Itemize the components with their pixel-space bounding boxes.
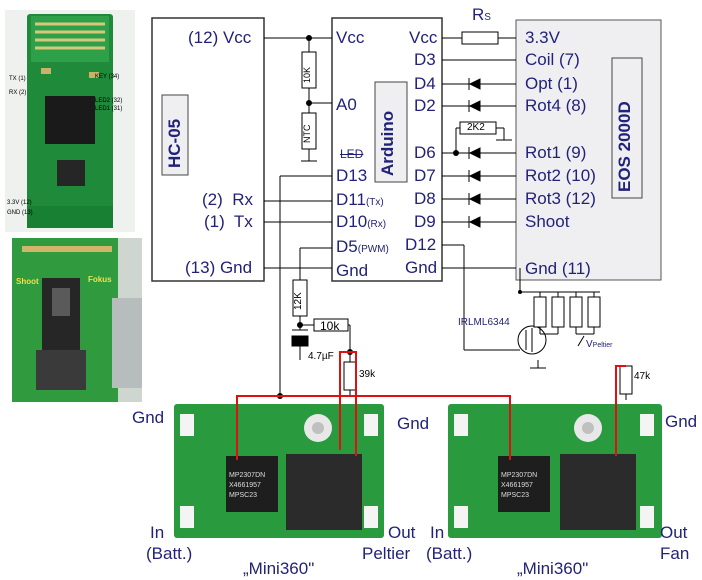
right-module-gnd-right: Gnd: [665, 412, 698, 431]
r39k-label: 39k: [359, 369, 376, 380]
arduino-pin-d12: D12: [405, 235, 437, 254]
arduino-pin-d8: D8: [414, 189, 436, 208]
eos-pin-coil: Coil (7): [525, 50, 580, 69]
arduino-pin-d6: D6: [414, 143, 436, 162]
arduino-pin-led: LED: [340, 147, 364, 161]
arduino-pin-d10-sub: (Rx): [367, 219, 387, 230]
right-module-fan: Fan: [660, 544, 690, 563]
arduino-title-box: [374, 81, 408, 183]
arduino-pin-d2: D2: [414, 96, 436, 115]
arduino-title: Arduino: [378, 110, 397, 176]
jack-shoot-label: Shoot: [16, 277, 39, 286]
arduino-pin-vcc-left: Vcc: [336, 28, 365, 47]
arduino-pin-gnd-left: Gnd: [336, 261, 369, 280]
hc05-pin-gnd: (13) Gnd: [185, 258, 253, 277]
chip-marking-left-1: MP2307DN: [229, 472, 266, 479]
right-module-in: In: [430, 523, 445, 542]
jack-photo: Shoot Fokus: [12, 238, 142, 402]
eos-pin-rot1: Rot1 (9): [525, 143, 587, 162]
r10k-horizontal-label: 10k: [320, 319, 340, 333]
r47k-label: 47k: [634, 371, 651, 382]
chip-marking-right-1: MP2307DN: [501, 472, 538, 479]
hc05-title-box: [161, 94, 189, 176]
arduino-pin-d3: D3: [414, 50, 436, 69]
arduino-pin-d11: D11(Tx): [336, 190, 384, 209]
left-module-gnd: Gnd: [132, 408, 165, 427]
bt-pin-tx: TX (1): [9, 76, 26, 82]
eos-pin-3v3: 3.3V: [525, 28, 560, 47]
cap-label: 4.7µF: [308, 351, 334, 362]
jack-photo-graphic: [12, 238, 142, 402]
right-module-batt: (Batt.): [426, 544, 473, 563]
arduino-pin-d11-sub: (Tx): [365, 197, 384, 208]
mini360-left-graphic: [174, 404, 384, 538]
eos-title-box: [611, 57, 643, 199]
left-module-caption: „Mini360": [243, 559, 315, 578]
eos-pin-shoot: Shoot: [525, 212, 570, 231]
rs-label-sub: S: [484, 12, 491, 23]
eos-pin-rot3: Rot3 (12): [525, 189, 596, 208]
r12k-label: 12K: [293, 292, 304, 310]
arduino-pin-d9: D9: [414, 212, 436, 231]
vpeltier-label: VPeltier: [586, 339, 613, 350]
eos-pin-rot2: Rot2 (10): [525, 166, 596, 185]
right-module-gnd-left: Gnd: [397, 414, 430, 433]
arduino-pin-d13: D13: [336, 166, 368, 185]
arduino-pin-vcc-right: Vcc: [409, 28, 438, 47]
arduino-pin-d4: D4: [414, 74, 436, 93]
hc05-title: HC-05: [165, 118, 184, 168]
chip-marking-left-3: MPSC23: [229, 492, 258, 499]
hc05-pin-vcc: (12) Vcc: [188, 28, 252, 47]
left-module-out: Out: [388, 523, 416, 542]
r10k-vertical-label: 10K: [302, 66, 312, 83]
mini360-right-graphic: [448, 404, 662, 538]
module-wires: [236, 351, 626, 460]
right-module-caption: „Mini360": [517, 559, 589, 578]
bt-pin-gnd: GND (13): [7, 210, 33, 216]
bt-pin-led1: LED1 (31): [95, 106, 123, 112]
eos-title: EOS 2000D: [615, 101, 634, 192]
bt-pin-key: KEY (34): [95, 74, 120, 80]
ntc-label: NTC: [302, 124, 312, 144]
rs-label: RS: [472, 5, 491, 24]
arduino-pin-d7: D7: [414, 166, 436, 185]
right-module-out: Out: [660, 523, 688, 542]
bt-pin-3v3: 3.3V (12): [7, 200, 32, 206]
r2k2-label: 2K2: [467, 122, 485, 133]
vpeltier-label-sub: Peltier: [592, 342, 613, 349]
left-module-peltier: Peltier: [362, 544, 411, 563]
left-module-batt: (Batt.): [146, 544, 193, 563]
bt-pin-led2: LED2 (32): [95, 98, 123, 104]
eos-pin-opt: Opt (1): [525, 74, 578, 93]
arduino-pin-a0: A0: [336, 95, 357, 114]
arduino-pin-d5-sub: (PWM): [357, 244, 389, 255]
arduino-pin-gnd-right: Gnd: [405, 258, 438, 277]
arduino-pin-d5: D5(PWM): [336, 237, 389, 256]
eos-pin-gnd: Gnd (11): [525, 259, 591, 278]
hc05-pin-tx: (1) Tx: [204, 212, 253, 231]
hc05-photo-graphic: [5, 10, 135, 232]
eos-pin-rot4: Rot4 (8): [525, 96, 587, 115]
mosfet-label: IRLML6344: [458, 317, 510, 328]
chip-marking-right-2: X4661957: [501, 482, 533, 489]
arduino-pin-d10: D10(Rx): [336, 212, 387, 231]
hc05-photo: TX (1) RX (2) KEY (34) LED2 (32) LED1 (3…: [5, 10, 135, 232]
jack-fokus-label: Fokus: [88, 275, 112, 284]
chip-marking-right-3: MPSC23: [501, 492, 530, 499]
chip-marking-left-2: X4661957: [229, 482, 261, 489]
left-module-in: In: [150, 523, 165, 542]
bt-pin-rx: RX (2): [9, 90, 27, 96]
hc05-pin-rx: (2) Rx: [202, 190, 253, 209]
